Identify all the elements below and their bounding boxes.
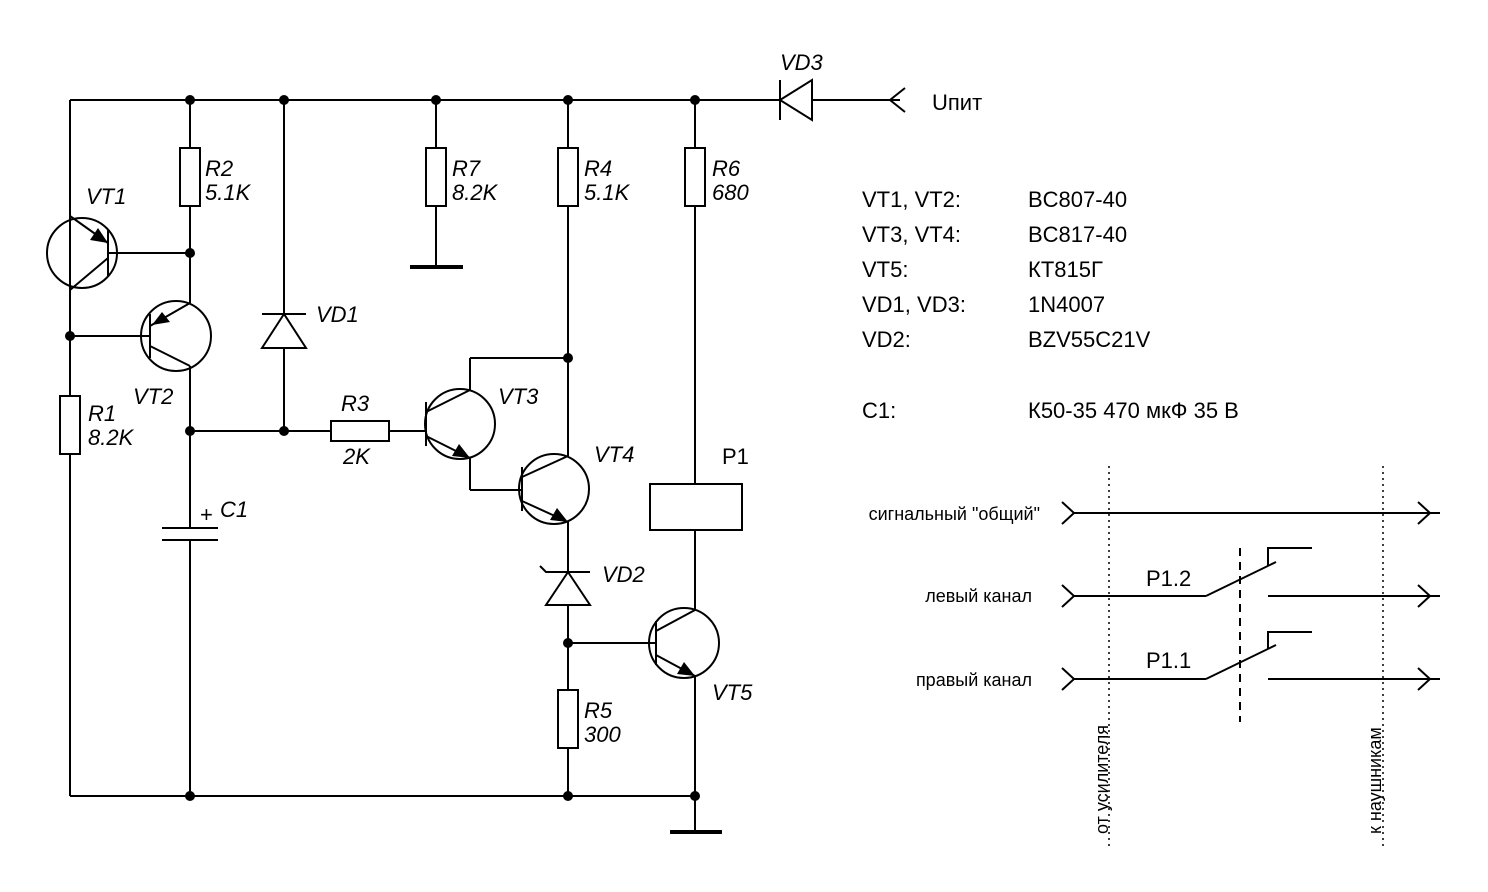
- parts-ref-0: VT1, VT2:: [862, 187, 961, 212]
- p11-label: P1.1: [1146, 648, 1191, 673]
- resistor-r3: R3 2K: [330, 391, 390, 469]
- wires: [69, 99, 900, 834]
- parts-ref-5: C1:: [862, 398, 896, 423]
- svg-text:+: +: [200, 502, 213, 527]
- r3-value: 2K: [342, 444, 371, 469]
- vd2-label: VD2: [602, 562, 645, 587]
- vt1-label: VT1: [86, 184, 126, 209]
- transistor-vt2: VT2: [133, 300, 212, 409]
- c1-label: C1: [220, 497, 248, 522]
- parts-ref-4: VD2:: [862, 327, 911, 352]
- p1-label: P1: [722, 444, 749, 469]
- vd3-label: VD3: [780, 50, 824, 75]
- vt5-label: VT5: [712, 680, 753, 705]
- from-amp-label: от усилителя: [1092, 725, 1112, 834]
- resistor-r6: R6 680: [684, 147, 749, 207]
- channel-diagram: сигнальный "общий" левый канал P1.2 прав…: [869, 466, 1440, 848]
- common-label: сигнальный "общий": [869, 504, 1040, 524]
- parts-part-5: К50-35 470 мкФ 35 В: [1028, 398, 1239, 423]
- parts-ref-1: VT3, VT4:: [862, 222, 961, 247]
- vt4-label: VT4: [594, 442, 634, 467]
- r5-value: 300: [584, 722, 621, 747]
- transistor-vt4: VT4: [518, 442, 634, 525]
- parts-part-3: 1N4007: [1028, 292, 1105, 317]
- r4-value: 5.1K: [584, 180, 631, 205]
- vd1-label: VD1: [316, 302, 359, 327]
- r1-value: 8.2K: [88, 425, 135, 450]
- r6-name: R6: [712, 156, 741, 181]
- r2-name: R2: [205, 156, 233, 181]
- r1-name: R1: [88, 401, 116, 426]
- parts-part-1: BC817-40: [1028, 222, 1127, 247]
- supply-label: Uпит: [932, 90, 982, 115]
- transistor-vt5: VT5: [648, 607, 753, 705]
- r6-value: 680: [712, 180, 749, 205]
- r5-name: R5: [584, 698, 613, 723]
- left-channel-label: левый канал: [925, 586, 1032, 606]
- relay-coil-p1: P1: [649, 444, 749, 531]
- capacitor-c1: + C1: [162, 497, 248, 541]
- junction-dots: [65, 95, 700, 801]
- r7-name: R7: [452, 156, 481, 181]
- parts-list: VT1, VT2: BC807-40 VT3, VT4: BC817-40 VT…: [862, 187, 1239, 423]
- transistor-vt1: VT1: [46, 100, 126, 336]
- resistor-r4: R4 5.1K: [557, 147, 631, 207]
- parts-ref-2: VT5:: [862, 257, 908, 282]
- parts-part-2: КТ815Г: [1028, 257, 1103, 282]
- diode-vd1: VD1: [260, 302, 359, 349]
- r3-name: R3: [341, 391, 370, 416]
- resistor-r5: R5 300: [557, 689, 621, 749]
- r4-name: R4: [584, 156, 612, 181]
- r2-value: 5.1K: [205, 180, 252, 205]
- parts-part-0: BC807-40: [1028, 187, 1127, 212]
- parts-part-4: BZV55C21V: [1028, 327, 1151, 352]
- right-channel-label: правый канал: [916, 670, 1032, 690]
- parts-ref-3: VD1, VD3:: [862, 292, 966, 317]
- vt3-label: VT3: [498, 384, 539, 409]
- p12-label: P1.2: [1146, 566, 1191, 591]
- resistor-r7: R7 8.2K: [425, 147, 499, 207]
- diode-vd3: VD3 Uпит: [778, 50, 982, 122]
- vt2-label: VT2: [133, 384, 173, 409]
- zener-vd2: VD2: [539, 562, 645, 606]
- resistor-r1: R1 8.2K: [59, 395, 135, 455]
- r7-value: 8.2K: [452, 180, 499, 205]
- resistor-r2: R2 5.1K: [179, 147, 252, 207]
- transistor-vt3: VT3: [424, 384, 539, 460]
- to-headphones-label: к наушникам: [1365, 727, 1385, 834]
